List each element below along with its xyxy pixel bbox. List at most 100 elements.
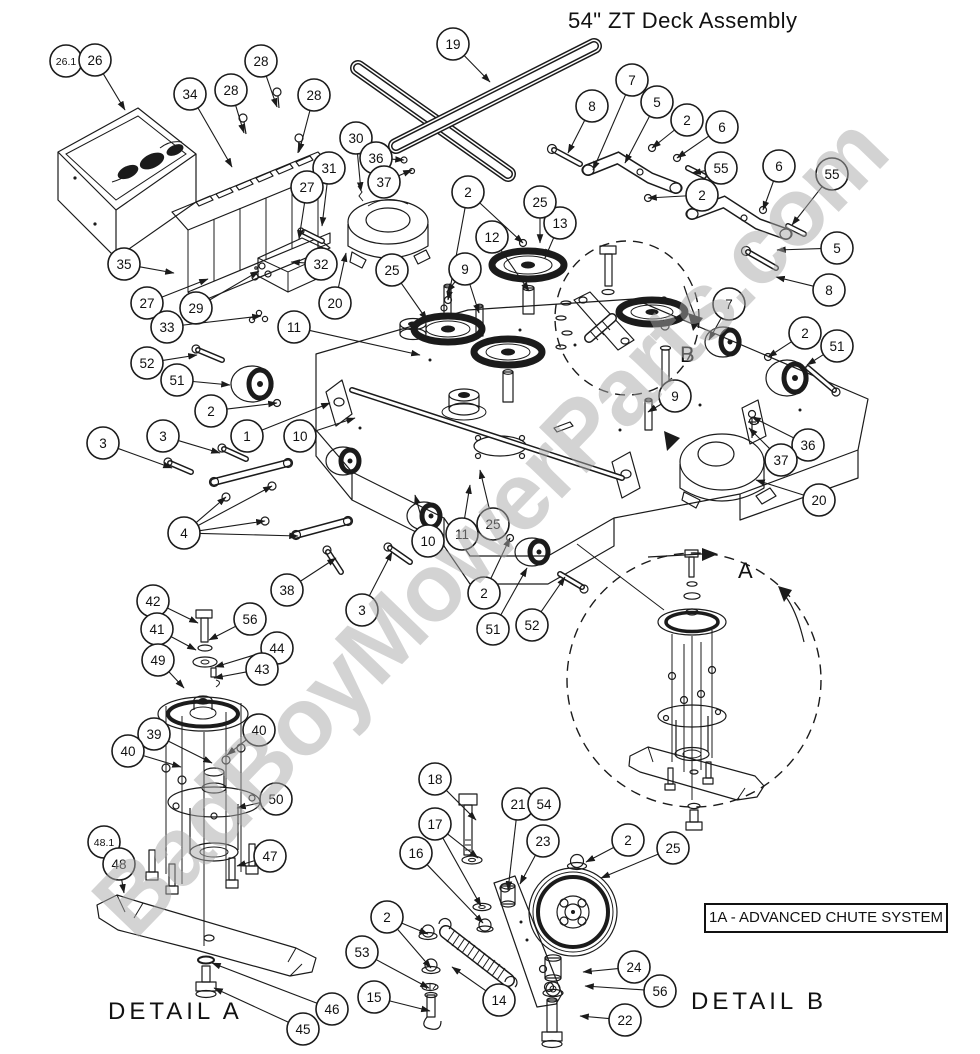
callout-number: 26.1 xyxy=(56,56,77,68)
leader-line xyxy=(368,551,393,597)
balloon-circle xyxy=(445,517,479,551)
callout-balloon-6: 6 xyxy=(762,149,796,183)
view-letter-b: B xyxy=(680,342,695,367)
callout-number: 2 xyxy=(624,833,632,848)
leader-line xyxy=(391,156,405,163)
leader-line xyxy=(337,252,348,288)
callout-balloon-25: 25 xyxy=(523,185,557,219)
anti-scalp-rollers xyxy=(191,326,841,594)
balloon-circle xyxy=(312,151,346,185)
callout-balloon-1: 1 xyxy=(230,419,264,453)
balloon-circle xyxy=(820,231,854,265)
callout-number: 7 xyxy=(725,297,733,312)
callout-balloon-42: 42 xyxy=(136,584,170,618)
leader-line xyxy=(143,755,182,768)
balloon-circle xyxy=(270,573,304,607)
balloon-circle xyxy=(685,178,719,212)
leader-line xyxy=(451,966,487,992)
leader-line xyxy=(170,636,197,651)
callout-balloon-33: 33 xyxy=(150,310,184,344)
callout-balloon-52: 52 xyxy=(515,608,549,642)
balloon-circle xyxy=(233,602,267,636)
balloon-circle xyxy=(102,847,136,881)
callout-balloon-38: 38 xyxy=(270,573,304,607)
leader-line xyxy=(197,107,233,168)
callout-balloon-22: 22 xyxy=(608,1003,642,1037)
balloon-circle xyxy=(482,983,516,1017)
balloon-circle xyxy=(345,935,379,969)
callout-balloon-54: 54 xyxy=(527,787,561,821)
leader-line xyxy=(397,928,432,969)
leader-line xyxy=(208,625,237,641)
callout-balloon-41: 41 xyxy=(140,612,174,646)
callout-number: 14 xyxy=(491,993,507,1008)
leader-line xyxy=(315,417,356,432)
balloon-circle xyxy=(339,121,373,155)
balloon-circle xyxy=(523,185,557,219)
callout-number: 2 xyxy=(207,404,215,419)
balloon-circle xyxy=(704,151,738,185)
callout-number: 49 xyxy=(150,653,165,668)
balloon-circle xyxy=(762,149,796,183)
leader-line xyxy=(265,75,278,108)
leader-line xyxy=(375,959,430,989)
balloon-circle xyxy=(150,310,184,344)
spacers-and-rods xyxy=(443,283,653,431)
leader-line xyxy=(540,576,566,613)
callout-balloon-53: 53 xyxy=(345,935,379,969)
leader-line xyxy=(775,275,814,287)
callout-number: 29 xyxy=(188,301,203,316)
balloon-circle xyxy=(802,483,836,517)
callout-number: 17 xyxy=(427,817,442,832)
callout-number: 9 xyxy=(461,262,469,277)
idler-bell-cranks xyxy=(546,143,807,362)
gauge-wheel-links xyxy=(163,156,528,575)
callout-number: 20 xyxy=(327,296,342,311)
callout-balloon-51: 51 xyxy=(160,363,194,397)
callout-number: 33 xyxy=(159,320,174,335)
balloon-circle xyxy=(615,63,649,97)
leader-line xyxy=(199,532,299,540)
callout-balloon-48: 48 xyxy=(102,847,136,881)
idler-pulley-top xyxy=(615,296,689,328)
balloon-circle xyxy=(448,252,482,286)
leader-line xyxy=(139,266,175,275)
callout-balloon-26.1: 26.1 xyxy=(49,44,83,78)
tension-link-cluster xyxy=(555,245,672,387)
leader-line xyxy=(398,169,413,177)
callout-number: 27 xyxy=(299,180,314,195)
callout-number: 28 xyxy=(306,88,321,103)
callout-balloon-19: 19 xyxy=(436,27,470,61)
balloon-circle xyxy=(244,44,278,78)
balloon-circle xyxy=(476,507,510,541)
callout-number: 25 xyxy=(485,517,500,532)
view-letter-a: A xyxy=(738,558,753,583)
callout-number: 50 xyxy=(268,792,283,807)
callout-number: 25 xyxy=(384,263,399,278)
balloon-circle xyxy=(411,524,445,558)
callout-number: 2 xyxy=(464,185,472,200)
leader-line xyxy=(806,354,824,366)
leader-line xyxy=(356,153,364,192)
callout-balloon-2: 2 xyxy=(611,823,645,857)
balloon-circle xyxy=(543,206,577,240)
callout-number: 34 xyxy=(182,87,198,102)
leader-line xyxy=(445,789,477,821)
callout-balloon-52: 52 xyxy=(130,346,164,380)
callout-balloon-2: 2 xyxy=(685,178,719,212)
callout-number: 15 xyxy=(366,990,381,1005)
balloon-circle xyxy=(367,165,401,199)
balloon-circle xyxy=(167,516,201,550)
callout-number: 18 xyxy=(427,772,442,787)
callout-number: 19 xyxy=(445,37,460,52)
balloon-circle xyxy=(399,836,433,870)
callout-number: 56 xyxy=(242,612,257,627)
balloon-circle xyxy=(214,73,248,107)
callout-balloon-27: 27 xyxy=(130,286,164,320)
leader-line xyxy=(505,819,517,891)
callout-balloon-37: 37 xyxy=(367,165,401,199)
leader-line xyxy=(584,983,645,991)
leader-line xyxy=(290,259,306,266)
callout-balloon-24: 24 xyxy=(617,950,651,984)
callout-number: 6 xyxy=(718,120,726,135)
